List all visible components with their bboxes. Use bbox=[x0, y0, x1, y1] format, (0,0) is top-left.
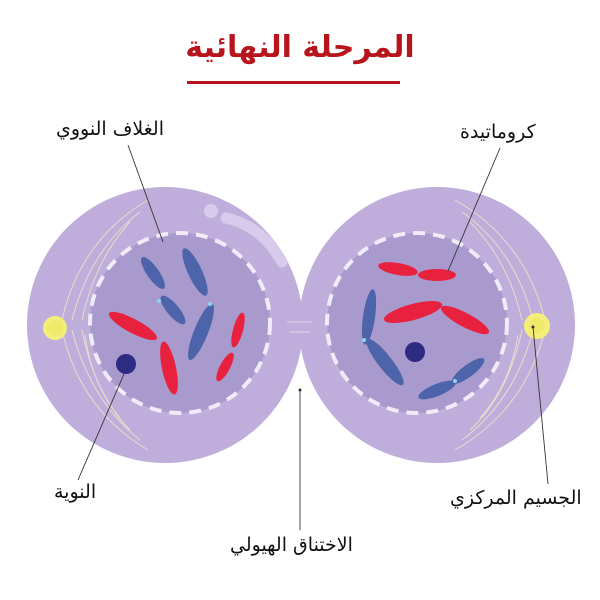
label-chromatid: كروماتيدة bbox=[460, 121, 536, 143]
spindle-fibers-right bbox=[454, 199, 546, 451]
nucleus-right bbox=[325, 231, 509, 415]
label-centrosome: الجسيم المركزي bbox=[450, 487, 582, 509]
chromosomes-right bbox=[361, 262, 490, 400]
cleavage-furrow-pointer-dot bbox=[298, 388, 302, 392]
cell-highlight bbox=[204, 204, 288, 268]
nucleolus-left bbox=[116, 354, 136, 374]
leader-lines bbox=[77, 144, 549, 530]
label-nucleolus: النوية bbox=[54, 481, 97, 503]
centrosome-right bbox=[524, 313, 550, 339]
nucleolus-right bbox=[405, 342, 425, 362]
centrosome-left bbox=[43, 316, 67, 340]
chromosomes-left bbox=[108, 248, 245, 395]
label-cleavage-furrow: الاختناق الهيولي bbox=[230, 534, 353, 556]
centrosome-pointer-dot bbox=[531, 325, 535, 329]
label-nuclear-envelope: الغلاف النووي bbox=[56, 118, 164, 140]
spindle-fibers-left bbox=[61, 199, 149, 451]
cleavage-furrow bbox=[287, 321, 312, 333]
title-underline bbox=[187, 81, 400, 84]
diagram-title: المرحلة النهائية bbox=[185, 30, 415, 65]
